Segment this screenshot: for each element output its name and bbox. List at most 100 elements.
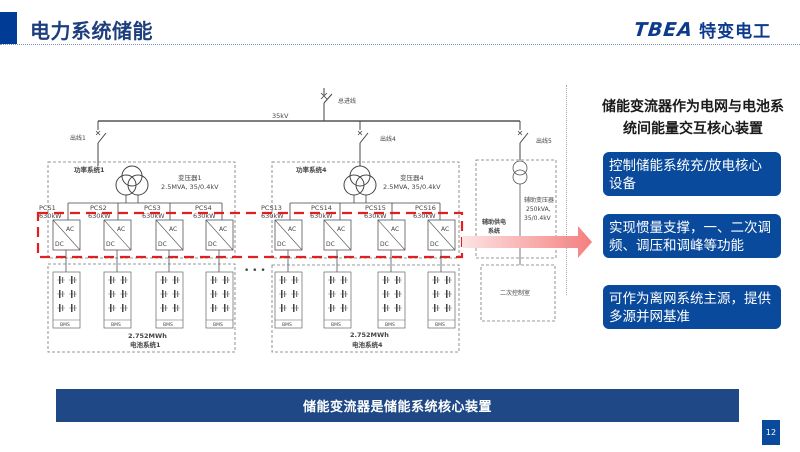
battery-cell-icon bbox=[328, 304, 336, 312]
company-logo: TBEA 特变电工 bbox=[633, 17, 771, 43]
battery-cell-icon bbox=[108, 290, 116, 298]
header-divider bbox=[0, 44, 800, 45]
bms-label: BMS bbox=[282, 322, 292, 328]
pcs-name: PCS2 bbox=[90, 204, 107, 212]
pcs-power: 630kW bbox=[310, 212, 333, 220]
page-title: 电力系统储能 bbox=[30, 19, 153, 43]
battery-cell-icon bbox=[222, 276, 230, 284]
ellipsis-more-systems: • • • bbox=[244, 266, 266, 276]
aux-system-label: 系统 bbox=[488, 227, 500, 235]
svg-text:DC: DC bbox=[55, 241, 64, 248]
battery-cell-icon bbox=[291, 290, 299, 298]
converter-pcs2: AC DC bbox=[103, 219, 132, 251]
pcs-name: PCS3 bbox=[144, 204, 161, 212]
battery-cell-icon bbox=[444, 290, 452, 298]
summary-banner: 储能变流器是储能系统核心装置 bbox=[56, 389, 739, 422]
battery-rack: BMS bbox=[155, 250, 184, 329]
pcs-name: PCS13 bbox=[261, 204, 282, 212]
battery-cell-icon bbox=[444, 276, 452, 284]
transformer-spec: 2.5MVA, 35/0.4kV bbox=[383, 183, 441, 191]
svg-text:DC: DC bbox=[380, 241, 389, 248]
battery-rack: BMS bbox=[377, 250, 406, 329]
transformer-icon bbox=[343, 165, 377, 196]
battery-cell-icon bbox=[432, 290, 440, 298]
battery-capacity: 2.752MWh bbox=[350, 331, 389, 339]
transformer-name: 变压器1 bbox=[178, 173, 202, 182]
aux-power-system: 辅助变压器 250kVA, 35/0.4kV 辅助供电 系统 bbox=[475, 159, 557, 265]
svg-text:AC: AC bbox=[219, 226, 227, 233]
battery-cell-icon bbox=[394, 276, 402, 284]
battery-cell-icon bbox=[382, 276, 390, 284]
battery-cell-icon bbox=[340, 304, 348, 312]
transformer-spec: 2.5MVA, 35/0.4kV bbox=[161, 183, 219, 191]
battery-cell-icon bbox=[69, 304, 77, 312]
breaker-switch-icon bbox=[359, 132, 369, 144]
battery-cell-icon bbox=[291, 304, 299, 312]
battery-cell-icon bbox=[120, 304, 128, 312]
aux-transformer-name: 辅助变压器 bbox=[524, 196, 554, 204]
svg-text:DC: DC bbox=[277, 241, 286, 248]
battery-system-1: 2.752MWh 电池系统1 bbox=[47, 263, 236, 353]
battery-cell-icon bbox=[279, 276, 287, 284]
svg-text:AC: AC bbox=[337, 226, 345, 233]
pcs-name: PCS14 bbox=[311, 204, 332, 212]
battery-cell-icon bbox=[279, 304, 287, 312]
breaker-switch-icon bbox=[519, 132, 529, 144]
breaker-switch-icon bbox=[97, 132, 107, 144]
svg-text:AC: AC bbox=[169, 226, 177, 233]
battery-cell-icon bbox=[222, 304, 230, 312]
battery-cell-icon bbox=[340, 290, 348, 298]
pcs-power: 630kW bbox=[193, 212, 216, 220]
pcs-power: 630kW bbox=[142, 212, 165, 220]
battery-rack: BMS bbox=[323, 250, 352, 329]
outlet-4-feeder: 出线4 bbox=[357, 121, 396, 166]
battery-cell-icon bbox=[222, 290, 230, 298]
battery-cell-icon bbox=[172, 304, 180, 312]
aux-system-label: 辅助供电 bbox=[482, 218, 506, 226]
converter-pcs3: AC DC bbox=[155, 219, 184, 251]
pcs-power: 630kW bbox=[261, 212, 284, 220]
battery-cell-icon bbox=[172, 290, 180, 298]
vertical-separator bbox=[566, 85, 567, 295]
svg-text:AC: AC bbox=[117, 226, 125, 233]
battery-cell-icon bbox=[210, 290, 218, 298]
bms-label: BMS bbox=[331, 322, 341, 328]
transformer-name: 变压器4 bbox=[400, 173, 424, 182]
battery-rack: BMS bbox=[103, 250, 132, 329]
battery-cell-icon bbox=[328, 290, 336, 298]
battery-cell-icon bbox=[432, 276, 440, 284]
aux-transformer-icon bbox=[512, 160, 528, 185]
secondary-control-room: 二次控制室 bbox=[480, 264, 556, 322]
outlet-1-label: 出线1 bbox=[70, 134, 86, 142]
svg-text:DC: DC bbox=[106, 241, 115, 248]
svg-text:DC: DC bbox=[158, 241, 167, 248]
battery-cell-icon bbox=[160, 304, 168, 312]
main-feeder-label: 总进线 bbox=[338, 97, 356, 105]
battery-system-4: 2.752MWh 电池系统4 bbox=[271, 264, 460, 353]
battery-capacity: 2.752MWh bbox=[128, 332, 167, 340]
battery-cell-icon bbox=[382, 304, 390, 312]
power-system-label: 功率系统1 bbox=[74, 165, 105, 174]
converter-pcs15: AC DC bbox=[377, 219, 406, 251]
pcs-power: 630kW bbox=[39, 212, 62, 220]
pcs-name: PCS16 bbox=[415, 204, 436, 212]
aux-transformer-spec: 250kVA, bbox=[526, 206, 551, 213]
battery-cell-icon bbox=[108, 276, 116, 284]
bms-label: BMS bbox=[111, 322, 121, 328]
pcs-name: PCS1 bbox=[39, 204, 56, 212]
battery-cell-icon bbox=[394, 304, 402, 312]
battery-cell-icon bbox=[120, 276, 128, 284]
battery-rack: BMS bbox=[427, 250, 456, 329]
main-incoming-feeder: 总进线 bbox=[320, 88, 356, 121]
svg-text:AC: AC bbox=[441, 226, 449, 233]
power-system-label: 功率系统4 bbox=[296, 165, 327, 174]
outlet-5-label: 出线5 bbox=[536, 137, 552, 145]
svg-text:AC: AC bbox=[391, 226, 399, 233]
bus-voltage-label: 35kV bbox=[272, 112, 289, 120]
pcs-name: PCS4 bbox=[195, 204, 212, 212]
battery-cell-icon bbox=[57, 290, 65, 298]
